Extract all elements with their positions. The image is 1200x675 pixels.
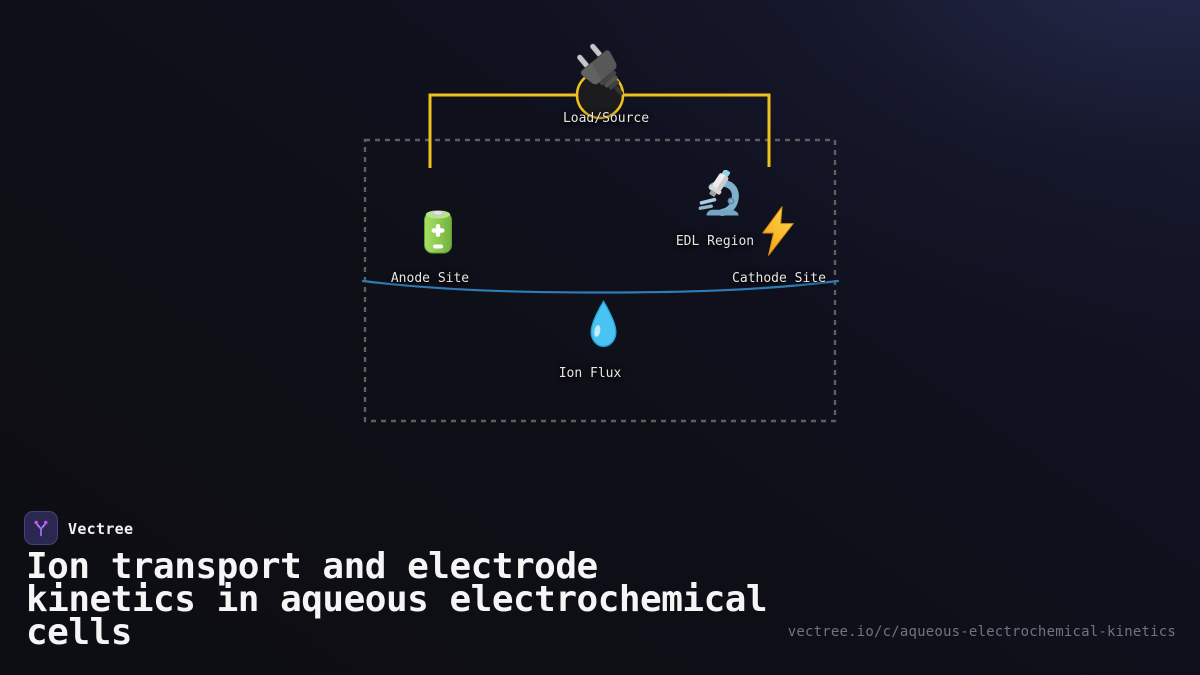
- card-title: Ion transport and electrode kinetics in …: [26, 546, 768, 653]
- anode-site-label: Anode Site: [390, 271, 470, 286]
- cathode-site-label: Cathode Site: [732, 271, 826, 286]
- edl-region-label: EDL Region: [675, 234, 755, 249]
- ion-flux-label: Ion Flux: [558, 366, 622, 381]
- circuit-wire: [428, 93, 771, 168]
- vectree-branch-icon: [30, 517, 52, 539]
- brand-name: Vectree: [68, 520, 134, 538]
- card-url[interactable]: vectree.io/c/aqueous-electrochemical-kin…: [787, 624, 1176, 640]
- brand-logo: [24, 511, 58, 545]
- electrolyte-surface-curve: [361, 279, 840, 294]
- load-source-label: Load/Source: [562, 111, 650, 126]
